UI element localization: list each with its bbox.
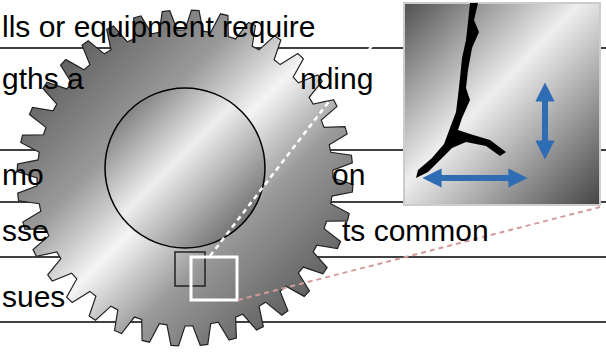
text-fragment: lls or equipment require <box>2 12 316 42</box>
magnified-inset <box>404 3 600 205</box>
text-fragment: gths a <box>2 64 84 94</box>
text-fragment: ts common <box>342 216 489 246</box>
text-fragment: sse <box>2 216 49 246</box>
gear-hub <box>105 88 265 248</box>
stress-arrow <box>542 92 548 150</box>
zoom-leader <box>238 207 600 300</box>
stress-arrow <box>432 175 518 181</box>
text-fragment: nding <box>300 64 373 94</box>
gear <box>17 10 353 346</box>
text-fragment: mo <box>2 160 44 190</box>
crack <box>416 3 506 178</box>
text-fragment: sues <box>2 282 65 312</box>
zoom-box <box>191 257 237 300</box>
text-fragment: on <box>332 160 365 190</box>
